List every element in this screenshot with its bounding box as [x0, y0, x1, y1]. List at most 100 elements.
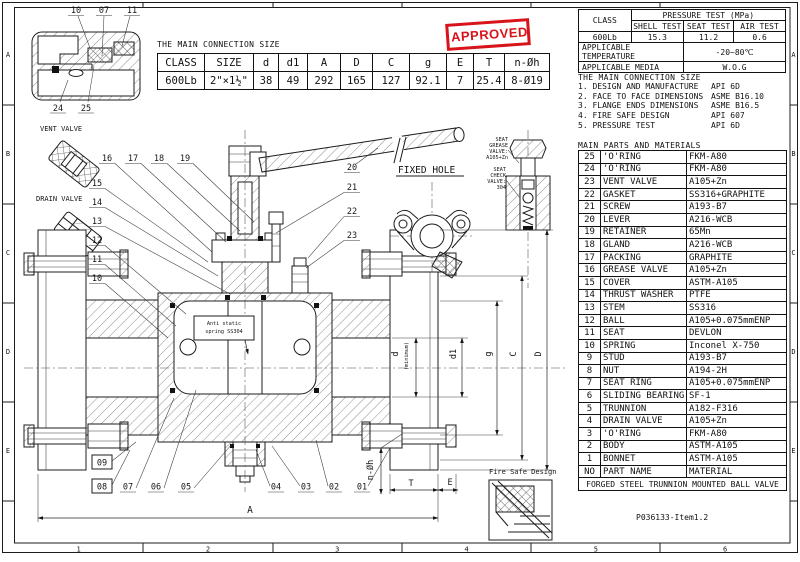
lever-handle: [249, 127, 465, 177]
parts-name-cell: PACKING: [600, 250, 687, 265]
handle-break-mark: [391, 135, 407, 164]
parts-no-cell: 12: [578, 313, 601, 328]
zone-number-3: 3: [335, 546, 339, 554]
parts-material-cell: FKM-A80: [686, 162, 787, 177]
left-bore: [85, 337, 159, 398]
zone-letter-left-B: B: [6, 150, 10, 158]
o-ring-seals: [170, 236, 319, 448]
temperature-label: APPLICABLE TEMPERATURE: [577, 42, 685, 62]
seat-grease-valve-label: SEAT GREASE VALVE: A105+Zn: [486, 137, 508, 161]
connection-size-table: THE MAIN CONNECTION SIZE CLASS SIZE d d1…: [157, 40, 550, 90]
zone-letter-right-C: C: [791, 249, 795, 257]
note-label: 4. FIRE SAFE DESIGN: [578, 111, 670, 121]
zone-letter-right-A: A: [791, 51, 796, 59]
val-D: 165: [340, 71, 373, 90]
zone-letter-right-D: D: [791, 348, 795, 356]
valve-section-view: [23, 127, 566, 492]
air-test-value: 0.6: [733, 31, 786, 43]
parts-name-cell: TRUNNION: [600, 401, 687, 416]
parts-material-cell: A216-WCB: [686, 238, 787, 252]
parts-material-cell: SS316+GRAPHITE: [686, 187, 787, 202]
dim-label-n-oh: n-Øh: [365, 460, 376, 480]
col-T: T: [473, 53, 505, 72]
parts-no-cell: 6: [578, 389, 601, 403]
valve-title: FORGED STEEL TRUNNION MOUNTED BALL VALVE: [578, 477, 787, 492]
callout-15: 15: [92, 179, 102, 189]
zone-ticks-left: [2, 104, 14, 502]
connection-table-title: THE MAIN CONNECTION SIZE: [157, 40, 280, 49]
parts-no-cell: 18: [578, 238, 601, 252]
zone-ticks-top: [142, 2, 661, 8]
pressure-class-header: CLASS: [578, 9, 632, 32]
parts-no-cell: 14: [578, 288, 601, 303]
parts-name-cell: RETAINER: [600, 225, 687, 240]
col-A: A: [307, 53, 341, 72]
zone-letter-left-D: D: [6, 348, 10, 356]
col-class: CLASS: [157, 53, 205, 72]
anti-static-line1: Anti static: [207, 321, 241, 327]
parts-no-cell: NO: [578, 464, 601, 479]
parts-no-cell: 13: [578, 301, 601, 315]
parts-no-cell: 15: [578, 275, 601, 290]
callout-25-detail: 25: [81, 104, 91, 114]
col-n-oh: n-Øh: [504, 53, 550, 72]
fire-safe-detail: [488, 479, 553, 541]
dim-label-minimum: (minimum): [404, 342, 410, 370]
callout-07: 07: [123, 483, 133, 493]
dimensions: A T E n-Øh d (minimum) d1 g C D: [37, 229, 553, 522]
parts-material-cell: Inconel X-750: [686, 338, 787, 353]
val-C: 127: [372, 71, 410, 90]
val-size: 2"×1½": [204, 71, 254, 90]
parts-name-cell: 'O'RING: [600, 162, 687, 177]
fixed-hole-label: FIXED HOLE: [398, 165, 455, 176]
callout-11: 11: [92, 255, 102, 265]
zone-number-1: 1: [77, 546, 81, 554]
seat-check-line3: VALVE:: [487, 179, 506, 185]
parts-material-cell: MATERIAL: [686, 464, 787, 479]
media-label: APPLICABLE MEDIA: [577, 61, 685, 73]
parts-name-cell: SEAT: [600, 326, 687, 340]
parts-name-cell: THRUST WASHER: [600, 288, 687, 303]
parts-name-cell: STEM: [600, 301, 687, 315]
callout-05: 05: [181, 483, 191, 493]
trunnion-right: [293, 338, 311, 356]
seat-detail-view: [31, 31, 141, 101]
parts-name-cell: PART NAME: [600, 464, 687, 479]
note-standard: API 607: [711, 111, 745, 121]
parts-material-cell: A105+Zn: [686, 263, 787, 277]
parts-material-cell: ASTM-A105: [686, 275, 787, 290]
parts-no-cell: 22: [578, 187, 601, 202]
val-d: 38: [253, 71, 279, 90]
val-d1: 49: [278, 71, 308, 90]
parts-name-cell: 'O'RING: [600, 150, 687, 164]
parts-material-cell: SF-1: [686, 389, 787, 403]
callout-03: 03: [301, 483, 311, 493]
parts-name-cell: DRAIN VALVE: [600, 414, 687, 429]
media-value: W.O.G: [683, 61, 786, 73]
drawing-labels: VENT VALVE DRAIN VALVE FIXED HOLE Fire S…: [36, 125, 556, 476]
zone-ticks-right: [790, 104, 797, 502]
zone-number-2: 2: [206, 546, 210, 554]
seat-check-valve-label: SEAT CHECK VALVE: 304: [487, 167, 507, 191]
zone-number-4: 4: [464, 546, 468, 554]
parts-name-cell: GLAND: [600, 238, 687, 252]
parts-material-cell: A182-F316: [686, 401, 787, 416]
val-T: 25.4: [473, 71, 505, 90]
callout-11-detail: 11: [127, 6, 137, 16]
class-value: 600Lb: [578, 31, 632, 43]
note-item: 4. FIRE SAFE DESIGN API 607: [578, 111, 793, 121]
